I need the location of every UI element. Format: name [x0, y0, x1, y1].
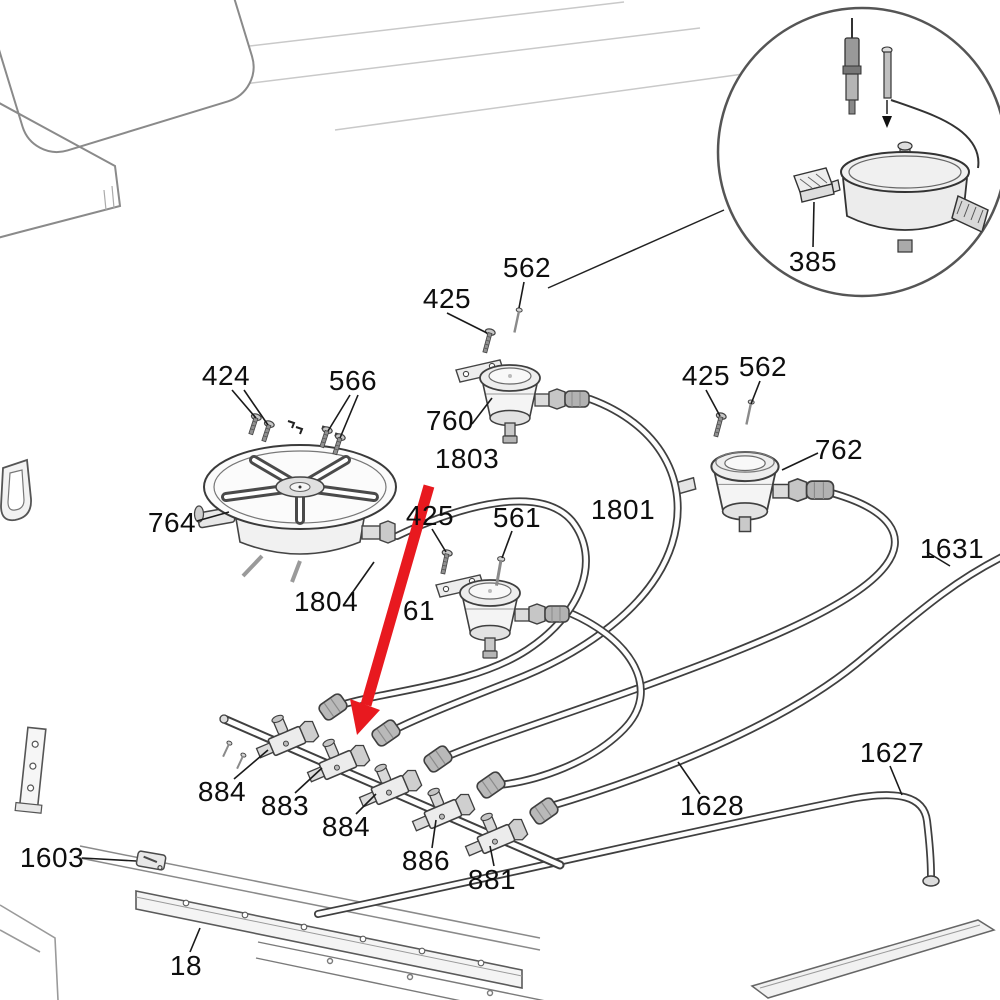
lower-rail	[255, 941, 545, 1000]
pin-561	[495, 556, 506, 586]
bottom-right-bar	[750, 919, 996, 999]
left-strip-bracket	[14, 726, 47, 814]
part-label-1628: 1628	[679, 790, 745, 821]
part-label-762: 762	[814, 434, 864, 465]
bracket-385	[793, 167, 835, 203]
red-arrow-shaft	[360, 484, 435, 707]
washer-clip-b	[295, 426, 304, 435]
valve-884-a	[255, 714, 320, 759]
screw-425-a	[482, 328, 496, 354]
part-label-425-2: 425	[681, 360, 731, 391]
tube-nuts	[318, 693, 559, 825]
part-label-764: 764	[147, 507, 197, 538]
cooktop	[0, 0, 255, 239]
part-label-561: 561	[492, 502, 542, 533]
part-label-562-1: 562	[502, 252, 552, 283]
bottom-left-frame	[0, 904, 59, 1000]
part-label-1803: 1803	[434, 443, 500, 474]
washer-clip-a	[287, 420, 296, 429]
part-label-425-3: 425	[405, 500, 455, 531]
mounting-rail-18	[135, 890, 523, 989]
part-label-1603: 1603	[19, 842, 85, 873]
part-label-424: 424	[201, 360, 251, 391]
screw-425-c	[440, 549, 453, 575]
small-pins	[222, 740, 247, 770]
manifold-valves	[222, 714, 529, 857]
part-label-760: 760	[425, 405, 475, 436]
valve-762	[676, 450, 835, 533]
inset-detail	[547, 6, 1000, 298]
part-label-18: 18	[169, 950, 203, 981]
inset-connector-line	[547, 209, 725, 289]
screw-425-b	[713, 412, 727, 438]
part-label-761-partial: 61	[402, 595, 436, 626]
part-label-884-1: 884	[197, 776, 247, 807]
part-label-883: 883	[260, 790, 310, 821]
part-label-881: 881	[467, 864, 517, 895]
part-label-566: 566	[328, 365, 378, 396]
part-label-1627: 1627	[859, 737, 925, 768]
valve-761	[435, 574, 570, 659]
part-label-886: 886	[401, 845, 451, 876]
burner-assembly-764	[193, 444, 397, 583]
valve-884-b	[358, 763, 423, 808]
part-label-425-1: 425	[422, 283, 472, 314]
pin-562-b	[745, 399, 755, 425]
part-label-884-2: 884	[321, 811, 371, 842]
red-arrow	[350, 484, 435, 735]
part-label-1804: 1804	[293, 586, 359, 617]
valve-881	[464, 812, 529, 857]
red-arrow-head	[350, 699, 380, 735]
valve-760	[455, 359, 590, 444]
part-label-562-2: 562	[738, 351, 788, 382]
screw-566-a	[319, 425, 333, 449]
gas-tubes	[334, 395, 1000, 811]
leader-lines	[81, 201, 951, 953]
part-label-1631: 1631	[919, 533, 985, 564]
tube-1627	[314, 791, 940, 918]
part-label-385: 385	[788, 246, 838, 277]
pin-562-a	[513, 307, 523, 333]
part-label-1801: 1801	[590, 494, 656, 525]
clip-1603	[135, 850, 167, 871]
valve-886	[411, 787, 476, 832]
left-hook-bracket	[0, 458, 32, 522]
